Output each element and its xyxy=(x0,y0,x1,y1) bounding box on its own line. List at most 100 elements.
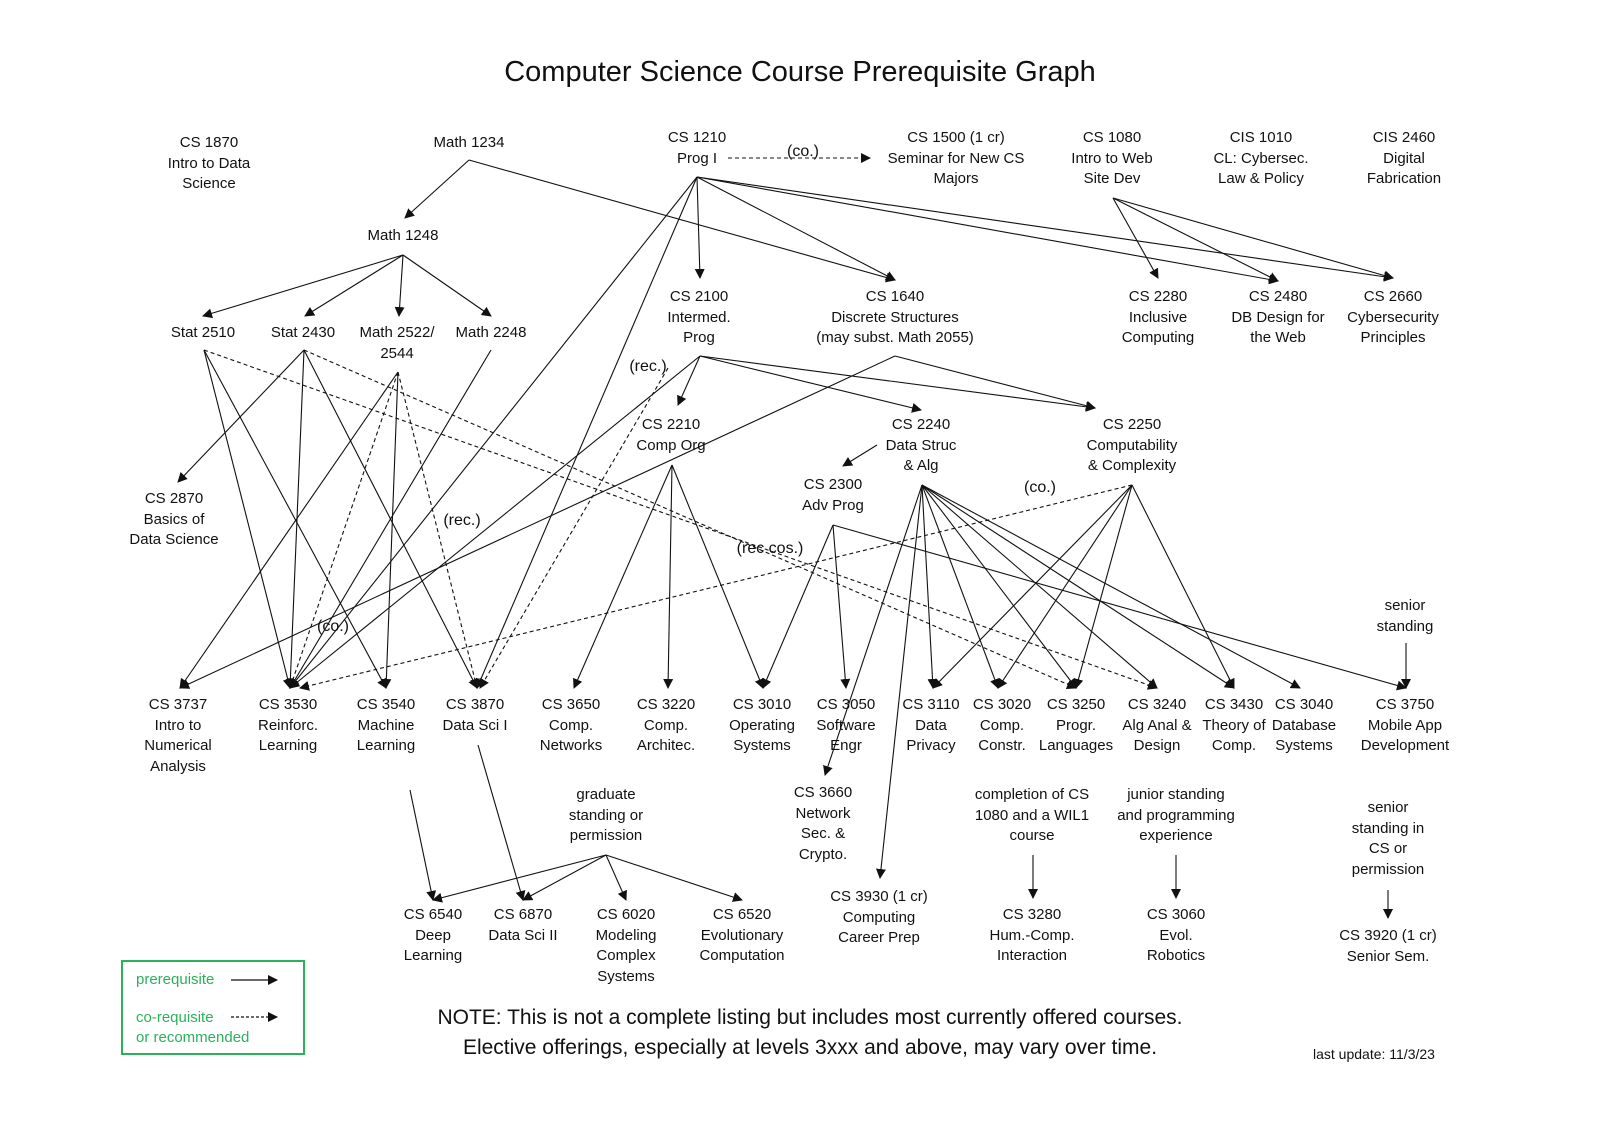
edge-math2522-to-cs3530 xyxy=(288,371,399,689)
node-line: CS 3540 xyxy=(356,696,416,713)
node-line: Computing xyxy=(842,908,916,926)
edge-cs1210-to-cs2100 xyxy=(694,176,705,279)
node-line: Prog xyxy=(683,329,715,346)
note-line1: NOTE: This is not a complete listing but… xyxy=(437,1006,1183,1029)
edge-cs2250-to-cs3020 xyxy=(997,484,1133,689)
node-line: Sec. & xyxy=(800,825,846,842)
edge-cs1210-to-cs2660 xyxy=(696,176,1394,282)
node-line: standing xyxy=(1376,617,1434,635)
edge-cs1640-to-cs3737 xyxy=(179,355,896,689)
last-update: last update: 11/3/23 xyxy=(1313,1046,1435,1062)
node-line: graduate xyxy=(576,786,636,803)
node-line: Law & Policy xyxy=(1218,170,1304,187)
note: NOTE: This is not a complete listing but… xyxy=(0,1003,1600,1063)
edge-math1234-to-cs1640 xyxy=(468,159,896,283)
node-line: Architec. xyxy=(636,737,696,754)
node-line: junior standing xyxy=(1127,786,1225,803)
edge-cs2210-to-cs3650 xyxy=(573,464,673,689)
edge-cs2250-to-cs3110 xyxy=(932,484,1133,689)
node-line: Data Science xyxy=(129,531,219,548)
node-line: CS 3660 xyxy=(793,784,853,801)
node-line: CIS 1010 xyxy=(1229,129,1293,146)
edge-stat2510-to-cs3540 xyxy=(203,349,387,689)
node-line: Data Sci II xyxy=(488,926,558,944)
node-line: CS 1870 xyxy=(179,134,239,151)
edge-math2248-to-cs3530 xyxy=(289,349,492,689)
node-line: Comp. xyxy=(979,716,1025,734)
node-line: Inclusive xyxy=(1128,308,1188,326)
node-line: Networks xyxy=(539,737,603,754)
edge-math1248-to-math2522 xyxy=(394,254,405,317)
edge-cs2240-to-cs3660 xyxy=(823,484,923,776)
node-line: Learning xyxy=(403,947,463,964)
edge-cs2240-to-cs2300 xyxy=(842,444,878,467)
node-line: CS 3930 (1 cr) xyxy=(830,888,928,905)
edge-cs2240-to-cs3930 xyxy=(875,484,923,879)
edge-label: (rec cos.) xyxy=(736,540,804,557)
edge-label: (co.) xyxy=(787,143,819,160)
node-line: CS 3010 xyxy=(732,696,792,713)
node-line: Interaction xyxy=(996,947,1068,964)
node-line: Systems xyxy=(1275,737,1333,754)
node-line: Site Dev xyxy=(1083,170,1141,187)
node-line: Math 1234 xyxy=(433,134,505,151)
edge-cs2250-to-cs3430 xyxy=(1131,484,1235,689)
edge-cs2100-to-cs2250 xyxy=(699,355,1096,412)
node-stat2510: Stat 2510 xyxy=(171,323,235,344)
edge-grad-to-cs6520 xyxy=(605,854,743,902)
node-line: and programming xyxy=(1117,806,1235,824)
edge-cs2240-to-cs3020 xyxy=(921,484,1000,689)
node-line: Reinforc. xyxy=(257,716,319,734)
node-line: CL: Cybersec. xyxy=(1213,149,1309,167)
edge-cs1210-to-cs1640 xyxy=(696,176,896,281)
node-line: Learning xyxy=(258,737,318,754)
node-line: CS 6870 xyxy=(493,906,553,923)
node-line: Stat 2510 xyxy=(170,324,236,341)
node-line: Seminar for New CS xyxy=(887,149,1025,167)
node-line: Intermed. xyxy=(667,308,731,326)
node-line: CS 6540 xyxy=(403,906,463,923)
edge-cs2250-to-cs3530 xyxy=(299,484,1133,691)
node-line: Evolutionary xyxy=(700,926,784,944)
edge-stat2510-to-cs3240 xyxy=(203,349,1158,690)
edge-cs1080-to-cs2280 xyxy=(1112,197,1159,279)
node-line: Career Prep xyxy=(838,929,920,946)
node-line: Database xyxy=(1271,716,1337,734)
node-line: Operating xyxy=(729,716,795,734)
node-line: CS 1640 xyxy=(865,288,925,305)
edge-label: (rec.) xyxy=(629,358,667,375)
legend-corequisite-line2: or recommended xyxy=(136,1029,250,1046)
node-line: CS 2480 xyxy=(1248,288,1308,305)
edge-math1248-to-stat2430 xyxy=(304,254,404,317)
node-line: CS 3737 xyxy=(148,696,208,713)
node-line: Data Sci I xyxy=(442,716,508,734)
node-line: Comp. xyxy=(548,716,594,734)
node-line: CS 3750 xyxy=(1375,696,1435,713)
edge-cs2240-to-cs3240 xyxy=(921,484,1158,689)
node-line: CS 3050 xyxy=(816,696,876,713)
edge-cs2250-to-cs3250 xyxy=(1073,484,1133,689)
node-line: CS 1210 xyxy=(667,129,727,146)
node-line: Analysis xyxy=(150,757,206,775)
edge-math2522-to-cs3540 xyxy=(381,371,399,689)
node-line: CS 3040 xyxy=(1274,696,1334,713)
node-line: Comp. xyxy=(643,716,689,734)
